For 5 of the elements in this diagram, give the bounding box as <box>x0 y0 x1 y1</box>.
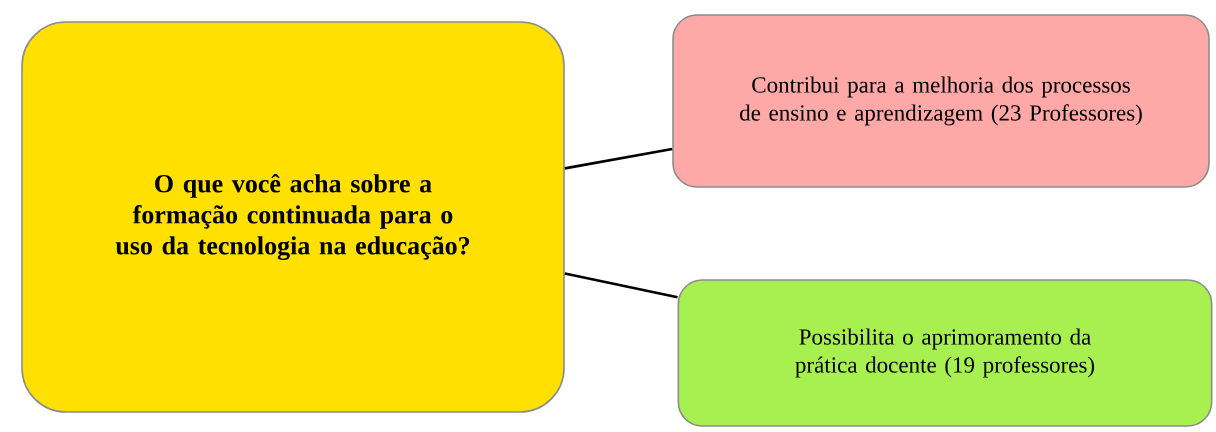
question-box: O que você acha sobre a formação continuada para o uso da tecnologia na educação? <box>21 21 565 413</box>
connector-line <box>564 272 678 299</box>
connector-line <box>564 147 673 170</box>
answer-box: Possibilita o aprimoramento da prática docente (19 professores) <box>677 279 1213 427</box>
answer-box: Contribui para a melhoria dos processos de ensino e aprendizagem (23 Professores) <box>672 14 1210 188</box>
